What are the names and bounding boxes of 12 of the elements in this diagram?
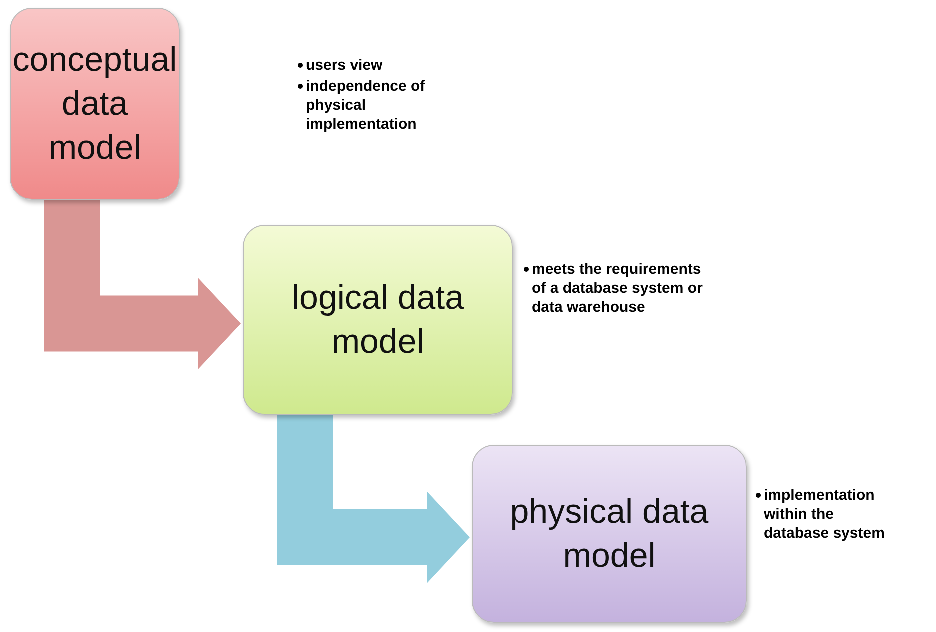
bent-arrow <box>44 200 241 370</box>
box-title: logical data model <box>290 278 465 363</box>
note-text: implementation within the database system <box>764 486 886 543</box>
note-text: users view <box>306 56 383 75</box>
box-title: conceptual data model <box>12 40 178 170</box>
model-box <box>243 225 513 415</box>
note-text: independence of physical implementation <box>306 77 426 134</box>
model-box <box>10 8 180 200</box>
bent-arrow <box>277 415 470 584</box>
note-text: meets the requirements of a database system or data warehouse <box>532 260 704 317</box>
model-box <box>472 445 747 623</box>
box-title: physical data model <box>509 492 710 577</box>
